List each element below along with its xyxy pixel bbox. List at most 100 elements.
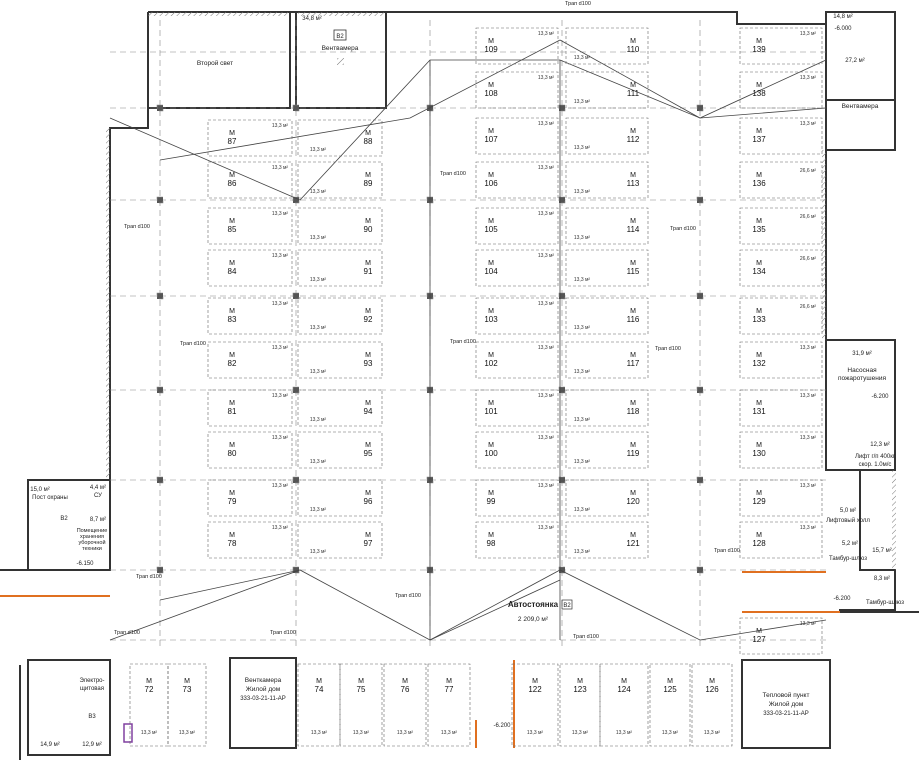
space-m-label: М (756, 82, 762, 89)
space-area: 13,3 м² (800, 345, 817, 351)
structural-column (696, 476, 704, 484)
space-number: 84 (228, 267, 237, 276)
space-m-label: М (532, 678, 538, 685)
space-area: 13,3 м² (616, 730, 633, 736)
structural-column (156, 566, 164, 574)
space-area: 13,3 м² (538, 345, 555, 351)
parking-space-outline (207, 431, 293, 469)
space-number: 124 (617, 685, 631, 694)
space-m-label: М (365, 260, 371, 267)
space-m-label: М (756, 352, 762, 359)
space-m-label: М (756, 38, 762, 45)
space-number: 83 (228, 315, 237, 324)
space-number: 76 (401, 685, 410, 694)
level-2: -6.200 (871, 394, 889, 400)
lift-area: 12,3 м² (870, 442, 889, 448)
space-area: 26,6 м² (800, 256, 817, 262)
parking-space-outline (565, 389, 649, 427)
space-m-label: М (488, 532, 494, 539)
drain-label: Трап d100 (440, 171, 466, 177)
space-area: 13,3 м² (574, 325, 591, 331)
space-m-label: М (621, 678, 627, 685)
space-m-label: М (365, 218, 371, 225)
space-number: 112 (627, 135, 640, 144)
parking-space-outline (207, 297, 293, 335)
parking-space-outline (475, 521, 559, 559)
space-area: 13,3 м² (179, 730, 196, 736)
space-area: 13,3 м² (800, 525, 817, 531)
space-m-label: М (488, 82, 494, 89)
space-number: 131 (752, 407, 766, 416)
space-m-label: М (446, 678, 452, 685)
space-number: 139 (752, 45, 766, 54)
room-uborochny-1: Помещение (77, 528, 108, 534)
su-area: 4,4 м² (90, 485, 106, 491)
uborochny-area: 8,7 м² (90, 517, 106, 523)
space-number: 97 (364, 539, 373, 548)
space-area: 13,3 м² (538, 253, 555, 259)
lift-holl-area: 5,0 м² (840, 508, 856, 514)
space-m-label: М (488, 260, 494, 267)
parking-space-outline (739, 27, 823, 65)
space-m-label: М (365, 308, 371, 315)
space-area: 13,3 м² (800, 435, 817, 441)
space-m-label: М (402, 678, 408, 685)
space-number: 89 (364, 179, 373, 188)
space-m-label: М (630, 172, 636, 179)
space-m-label: М (630, 82, 636, 89)
parking-space-outline (475, 341, 559, 379)
parking-space-outline (739, 431, 823, 469)
parking-space-outline (739, 341, 823, 379)
space-m-label: М (630, 218, 636, 225)
space-m-label: М (488, 128, 494, 135)
space-number: 132 (752, 359, 766, 368)
space-area: 13,3 м² (572, 730, 589, 736)
drain-label: Трап d100 (565, 1, 591, 7)
space-area: 13,3 м² (574, 507, 591, 513)
space-number: 103 (484, 315, 498, 324)
drain-label: Трап d100 (136, 574, 162, 580)
space-number: 137 (752, 135, 766, 144)
parking-space-outline (739, 617, 823, 655)
space-number: 108 (484, 89, 498, 98)
parking-space-outline (207, 119, 293, 157)
space-number: 91 (364, 267, 373, 276)
space-area: 13,3 м² (310, 417, 327, 423)
space-area: 13,3 м² (272, 165, 289, 171)
room-tag-4: В2 (563, 603, 571, 609)
parking-space-outline (565, 479, 649, 517)
parking-space-outline (339, 663, 383, 747)
space-m-label: М (488, 490, 494, 497)
space-number: 96 (364, 497, 373, 506)
structural-column (292, 566, 300, 574)
space-m-label: М (630, 260, 636, 267)
space-number: 93 (364, 359, 373, 368)
space-number: 82 (228, 359, 237, 368)
space-m-label: М (229, 490, 235, 497)
space-m-label: М (756, 218, 762, 225)
parking-space-outline (559, 663, 601, 747)
space-m-label: М (365, 172, 371, 179)
structural-column (292, 292, 300, 300)
space-area: 13,3 м² (272, 393, 289, 399)
